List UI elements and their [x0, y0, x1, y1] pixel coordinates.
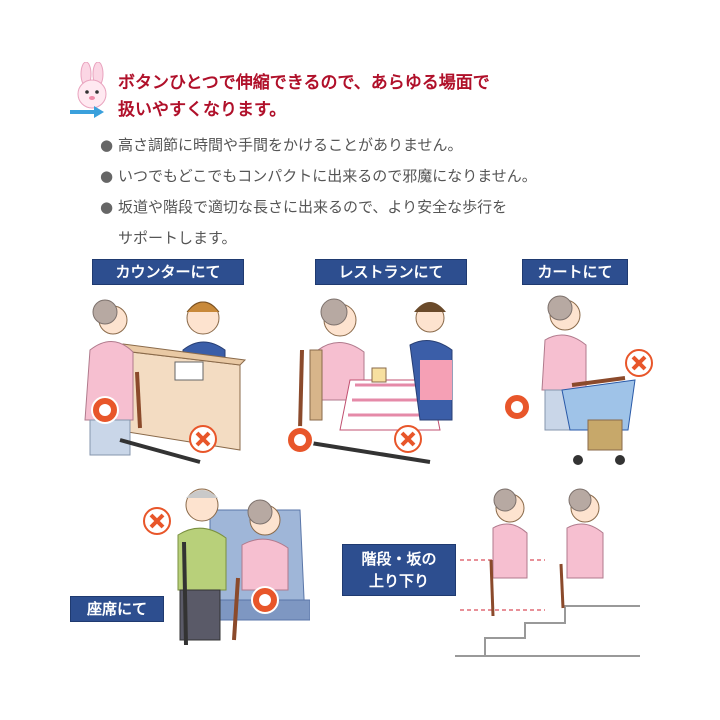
scene-label-stairs-line-2: 上り下り — [368, 572, 429, 590]
list-item-continuation: サポートします。 — [118, 229, 237, 247]
feature-list: ● 高さ調節に時間や手間をかけることがありません。 ● いつでもどこでもコンパク… — [100, 130, 680, 254]
scene-label-cart: カートにて — [522, 259, 628, 285]
seat-illustration — [150, 480, 311, 660]
restaurant-illustration — [280, 290, 470, 470]
ng-cross-icon — [393, 424, 423, 454]
scene-label-restaurant: レストランにて — [315, 259, 467, 285]
cart-illustration — [500, 290, 660, 470]
rabbit-mascot-icon — [66, 61, 116, 120]
scene-label-seat: 座席にて — [70, 596, 164, 622]
ok-circle-icon — [90, 395, 120, 425]
headline: ボタンひとつで伸縮できるので、あらゆる場面で 扱いやすくなります。 — [118, 70, 678, 124]
scene-label-stairs: 階段・坂の 上り下り — [342, 544, 456, 596]
ok-circle-icon — [285, 425, 315, 455]
ok-circle-icon — [502, 392, 532, 422]
list-item-text: いつでもどこでもコンパクトに出来るので邪魔になりません。 — [118, 167, 537, 185]
ng-cross-icon — [188, 424, 218, 454]
ok-circle-icon — [250, 585, 280, 615]
stairs-illustration — [455, 488, 640, 658]
headline-line-2: 扱いやすくなります。 — [118, 100, 287, 120]
bullet-mark: ● — [100, 136, 114, 154]
list-item: ● 坂道や階段で適切な長さに出来るので、より安全な歩行を — [100, 192, 680, 223]
ng-cross-icon — [624, 348, 654, 378]
bullet-mark: ● — [100, 198, 114, 216]
scene-label-stairs-line-1: 階段・坂の — [361, 550, 437, 568]
list-item-text: 高さ調節に時間や手間をかけることがありません。 — [118, 136, 463, 154]
bullet-mark: ● — [100, 167, 114, 185]
scene-label-counter: カウンターにて — [92, 259, 244, 285]
headline-line-1: ボタンひとつで伸縮できるので、あらゆる場面で — [118, 73, 490, 93]
list-item: ● 高さ調節に時間や手間をかけることがありません。 — [100, 130, 680, 161]
counter-illustration — [75, 290, 250, 465]
list-item: ● いつでもどこでもコンパクトに出来るので邪魔になりません。 — [100, 161, 680, 192]
ng-cross-icon — [142, 506, 172, 536]
list-item-text: 坂道や階段で適切な長さに出来るので、より安全な歩行を — [118, 198, 508, 216]
